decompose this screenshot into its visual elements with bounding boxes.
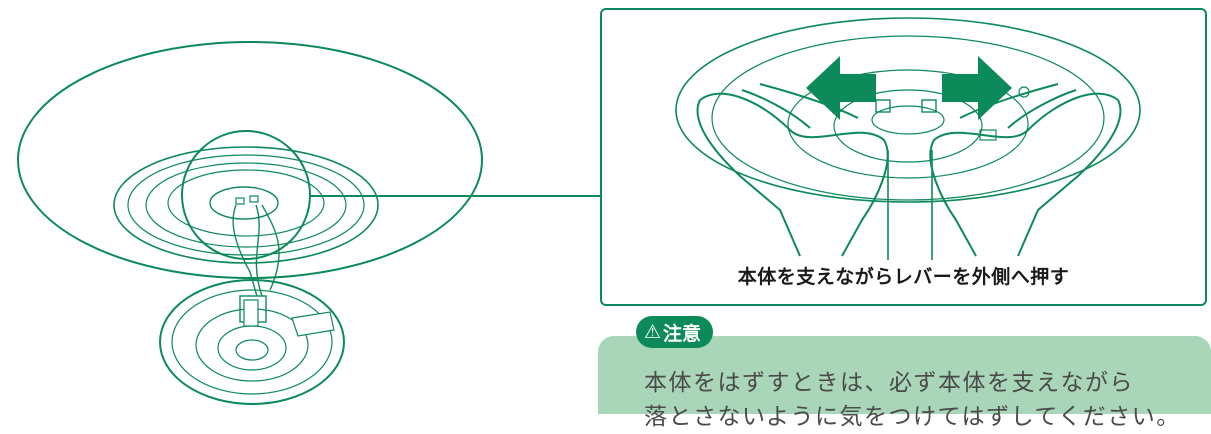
detail-box <box>600 8 1207 306</box>
lever-left <box>875 99 891 113</box>
caution-label: 注意 <box>663 322 702 345</box>
ceiling-base <box>159 279 345 405</box>
caution-badge: ⚠ 注意 <box>636 316 714 348</box>
detail-illustration <box>675 17 1141 260</box>
arrow-right-icon <box>942 56 1012 120</box>
left-hand <box>696 83 889 257</box>
caution-text: 本体をはずすときは、必ず本体を支えながら 落とさないように気をつけてはずしてくだ… <box>644 366 1204 434</box>
ceiling-fixture-overview <box>17 41 600 405</box>
caution-line-1: 本体をはずすときは、必ず本体を支えながら <box>644 370 1134 396</box>
arrow-left-icon <box>806 56 876 120</box>
lever-right <box>921 99 937 113</box>
power-wire <box>232 204 280 301</box>
caution-line-2: 落とさないように気をつけてはずしてください。 <box>644 404 1181 430</box>
mounting-plate <box>209 186 279 220</box>
right-hand <box>929 83 1122 257</box>
detail-caption: 本体を支えながらレバーを外側へ押す <box>737 266 1070 288</box>
body-ring-2 <box>127 154 365 256</box>
light-shade <box>17 41 483 279</box>
caution-panel <box>598 336 1211 414</box>
push-outward-arrows <box>806 56 1012 120</box>
illustration <box>17 17 1141 405</box>
body-ring-3 <box>145 162 347 248</box>
warning-triangle-icon: ⚠ <box>644 320 662 343</box>
body-ring-4 <box>167 169 325 237</box>
